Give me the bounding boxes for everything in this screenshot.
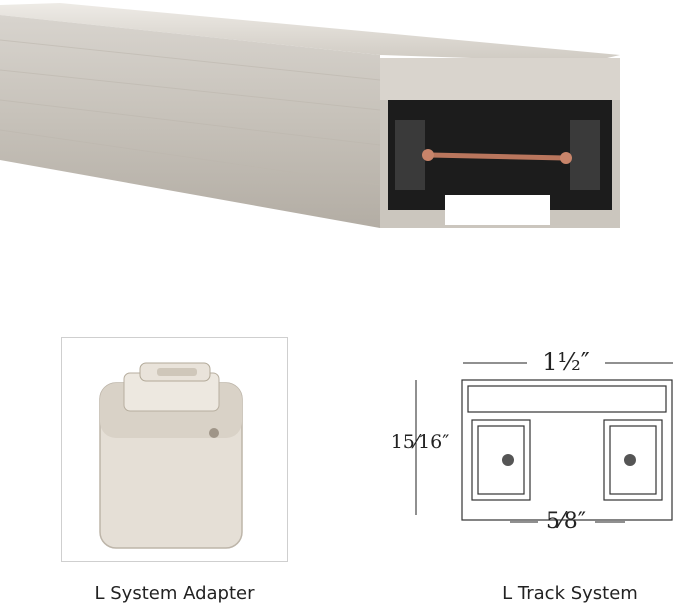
- track-dimension-diagram: 1½″ 15⁄16″ 5⁄8″: [391, 348, 673, 530]
- brushed-texture: [0, 39, 381, 186]
- rail-front-face: [0, 15, 380, 228]
- track-profile: [461, 379, 673, 521]
- width-dimension-label: 1½″: [542, 348, 590, 376]
- rail-end-profile: [380, 58, 620, 228]
- height-dimension-label: 15⁄16″: [391, 431, 450, 453]
- track-rail-illustration: [0, 3, 620, 228]
- track-caption: L Track System: [502, 583, 638, 604]
- adapter-image-frame: [61, 337, 288, 562]
- adapter-caption: L System Adapter: [94, 583, 255, 604]
- rail-top-surface: [0, 3, 620, 62]
- right-conductor: [624, 454, 636, 466]
- slot-dimension-label: 5⁄8″: [546, 509, 586, 530]
- adapter-illustration: [99, 362, 243, 549]
- left-conductor: [502, 454, 514, 466]
